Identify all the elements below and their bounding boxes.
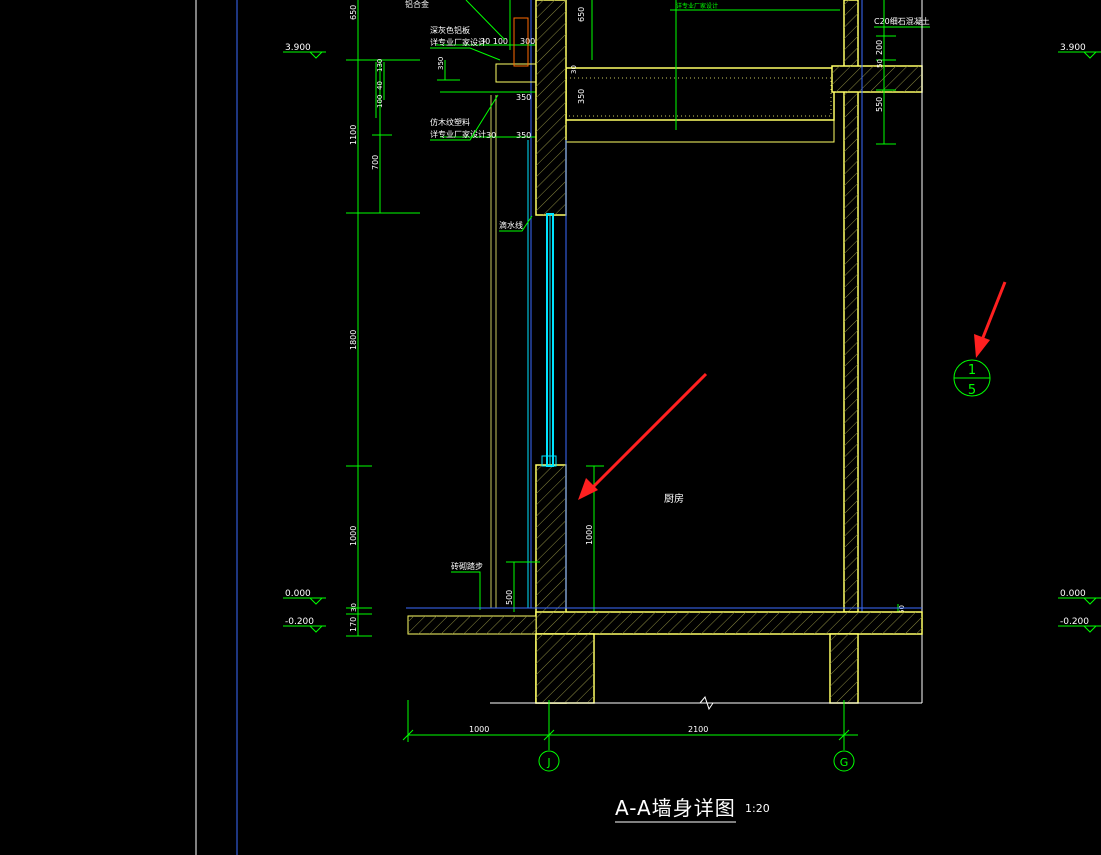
svg-text:40: 40 bbox=[376, 81, 384, 90]
svg-text:-0.200: -0.200 bbox=[285, 617, 314, 627]
svg-text:350: 350 bbox=[516, 131, 531, 140]
svg-text:30: 30 bbox=[570, 65, 578, 74]
svg-text:200: 200 bbox=[875, 40, 884, 55]
right-slab-stub bbox=[831, 65, 923, 93]
svg-text:550: 550 bbox=[875, 97, 884, 112]
red-arrow-marker bbox=[578, 372, 708, 500]
svg-text:3.900: 3.900 bbox=[285, 43, 311, 53]
svg-text:G: G bbox=[840, 756, 849, 769]
roof-slab bbox=[495, 63, 835, 143]
drawing-scale: 1:20 bbox=[745, 802, 770, 815]
svg-text:350: 350 bbox=[437, 57, 445, 70]
break-line bbox=[699, 695, 714, 711]
svg-text:100: 100 bbox=[376, 95, 384, 108]
svg-text:3.900: 3.900 bbox=[1060, 43, 1086, 53]
svg-text:30: 30 bbox=[350, 603, 358, 612]
horizontal-dimension-chain bbox=[402, 700, 858, 750]
svg-text:2100: 2100 bbox=[688, 725, 708, 734]
svg-text:1800: 1800 bbox=[349, 330, 358, 350]
drawing-title: A-A墙身详图 bbox=[615, 796, 736, 820]
axis-bubble-g: G bbox=[833, 750, 855, 772]
svg-text:滴水线: 滴水线 bbox=[499, 220, 523, 230]
svg-text:700: 700 bbox=[371, 155, 380, 170]
vertical-dimension-chain-inner bbox=[375, 60, 460, 118]
room-label: 厨房 bbox=[664, 494, 684, 505]
annotation-leader-lines bbox=[430, 0, 930, 610]
elevation-marker-left-top: 3.900 bbox=[283, 43, 326, 59]
svg-text:-0.200: -0.200 bbox=[1060, 617, 1089, 627]
svg-text:650: 650 bbox=[349, 5, 358, 20]
elevation-marker-right-top: 3.900 bbox=[1058, 43, 1101, 59]
svg-text:详专业厂家设计: 详专业厂家设计 bbox=[430, 129, 486, 139]
svg-text:0.000: 0.000 bbox=[285, 589, 311, 599]
exterior-wall-upper bbox=[535, 0, 567, 216]
svg-text:详专业厂家设计: 详专业厂家设计 bbox=[430, 37, 486, 47]
ground-floor-slab bbox=[407, 611, 923, 635]
foundation-beam-j bbox=[535, 633, 595, 704]
svg-text:50: 50 bbox=[876, 59, 884, 68]
window-glazing bbox=[541, 213, 557, 467]
axis-bubble-j: J bbox=[538, 750, 560, 772]
svg-text:500: 500 bbox=[505, 590, 514, 605]
svg-text:铝合金: 铝合金 bbox=[405, 0, 429, 9]
svg-text:170: 170 bbox=[349, 617, 358, 632]
svg-text:130: 130 bbox=[376, 59, 384, 72]
detail-index-marker: 1 5 bbox=[953, 359, 991, 398]
svg-text:5: 5 bbox=[968, 383, 976, 398]
svg-text:1000: 1000 bbox=[585, 525, 594, 545]
elevation-marker-right-ground: -0.200 bbox=[1058, 617, 1101, 633]
svg-text:深灰色铝板: 深灰色铝板 bbox=[430, 25, 470, 35]
svg-text:30: 30 bbox=[486, 131, 496, 140]
svg-text:1000: 1000 bbox=[349, 526, 358, 546]
svg-text:0.000: 0.000 bbox=[1060, 589, 1086, 599]
annotation-notes: 铝合金 深灰色铝板 详专业厂家设计 仿木纹塑料 详专业厂家设计 滴水线 砖砌踏步… bbox=[405, 0, 930, 571]
svg-text:详专业厂家设计: 详专业厂家设计 bbox=[676, 2, 718, 10]
elevation-marker-right-floor: 0.000 bbox=[1058, 589, 1101, 605]
svg-text:350: 350 bbox=[577, 89, 586, 104]
elevation-marker-left-ground: -0.200 bbox=[283, 617, 326, 633]
red-arrow-marker bbox=[974, 281, 1007, 358]
svg-text:1000: 1000 bbox=[469, 725, 489, 734]
foundation-beam-g bbox=[829, 633, 859, 704]
svg-text:C20细石混凝土: C20细石混凝土 bbox=[874, 16, 930, 26]
svg-text:350: 350 bbox=[516, 93, 531, 102]
svg-text:30 100: 30 100 bbox=[480, 37, 508, 46]
svg-text:仿木纹塑料: 仿木纹塑料 bbox=[430, 117, 470, 127]
accent-flashing bbox=[513, 17, 529, 67]
svg-text:650: 650 bbox=[577, 7, 586, 22]
svg-text:1: 1 bbox=[968, 363, 976, 378]
svg-text:50: 50 bbox=[898, 605, 906, 614]
svg-text:J: J bbox=[546, 756, 550, 769]
vertical-dimension-chain-left bbox=[346, 0, 420, 637]
right-vertical-dims bbox=[876, 0, 899, 614]
elevation-marker-left-floor: 0.000 bbox=[283, 589, 326, 605]
svg-text:1100: 1100 bbox=[349, 125, 358, 145]
svg-text:砖砌踏步: 砖砌踏步 bbox=[451, 561, 483, 571]
facade-panel-lines bbox=[490, 95, 497, 608]
